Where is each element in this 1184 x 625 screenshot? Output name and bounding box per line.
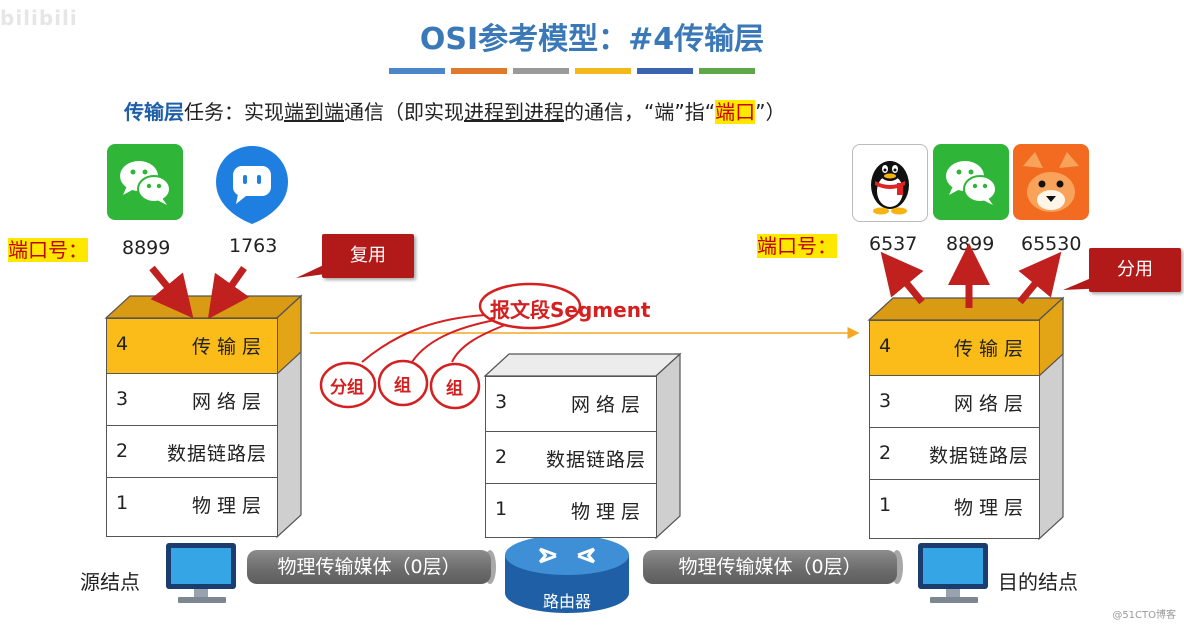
middle-stack-side-face [655,352,681,540]
task-underline-1: 端到端 [284,100,344,124]
middle-layer-2-num: 2 [495,446,508,468]
medium-left: 物理传输媒体（0层） [247,550,491,584]
left-layer-1-label: 物理层 [191,495,267,517]
handwritten-note-3: 组 [446,379,463,399]
bilibili-watermark: bilibili [0,6,78,30]
right-arrow-qq [880,251,925,305]
title-bar-2 [451,68,507,74]
handwritten-note-2: 组 [394,376,411,396]
multiplex-callout-tail [296,262,340,278]
dest-computer-icon [918,543,988,603]
middle-stack-top-face [483,353,682,377]
left-arrow-wechat [149,265,194,319]
task-text-3: 的通信，“端”指“ [564,100,716,124]
segment-note: 报文段Segment [490,294,651,323]
right-layer-2: 2 数据链路层 [869,428,1040,480]
right-layer-4: 4 传输层 [869,320,1040,376]
task-keyword: 传输层 [124,100,184,124]
middle-layer-3: 3 网络层 [485,376,657,432]
left-layer-2: 2 数据链路层 [106,426,278,478]
left-port-label: 端口号： [8,234,88,263]
right-port-label-text: 端口号： [757,234,837,258]
wechat-icon [107,144,183,220]
scribble-circle-3 [429,362,481,410]
demultiplex-callout-tail [1063,276,1108,290]
left-layer-3-num: 3 [116,388,129,410]
middle-layer-1: 1 物理层 [485,484,657,538]
middle-layer-1-num: 1 [495,498,508,520]
right-layer-3-num: 3 [879,390,892,412]
router-label: 路由器 [542,592,591,611]
title-bar-1 [389,68,445,74]
wechat-icon [933,144,1009,220]
task-text-4: ”） [755,100,786,124]
right-layer-4-num: 4 [879,335,892,357]
task-text-1: 任务：实现 [184,100,284,124]
left-layer-1-num: 1 [116,492,129,514]
right-port-fox: 65530 [1021,233,1082,255]
right-layer-1: 1 物理层 [869,480,1040,539]
title-bar-5 [637,68,693,74]
left-layer-1: 1 物理层 [106,478,278,537]
middle-layer-2-label: 数据链路层 [545,449,646,471]
handwritten-note-1: 分组 [330,378,364,398]
task-highlight-port: 端口 [715,100,756,124]
right-layer-3-label: 网络层 [953,393,1029,415]
middle-layer-1-label: 物理层 [570,501,646,523]
task-description: 传输层任务：实现端到端通信（即实现进程到进程的通信，“端”指“端口”） [124,96,785,125]
title-bar-4 [575,68,631,74]
right-layer-2-label: 数据链路层 [928,445,1029,467]
scribble-circle-1 [319,361,377,409]
segment-note-cn: 报文段 [490,298,550,322]
left-layer-2-label: 数据链路层 [166,443,267,465]
scribble-line-1 [361,314,486,363]
right-layer-4-label: 传输层 [953,338,1029,360]
left-layer-3: 3 网络层 [106,374,278,426]
left-arrow-chat [207,265,250,320]
left-layer-3-label: 网络层 [191,391,267,413]
left-port-chat: 1763 [229,235,278,257]
task-text-2: 通信（即实现 [344,100,464,124]
scribble-line-2 [411,319,496,363]
right-port-label: 端口号： [757,230,837,259]
router-icon [505,535,629,613]
slide-title: OSI参考模型：#4传输层 [419,22,765,57]
corner-watermark: @51CTO博客 [1112,610,1176,621]
fox-app-icon [1013,144,1089,220]
dest-node-label: 目的结点 [998,570,1078,594]
title-bar-3 [513,68,569,74]
task-underline-2: 进程到进程 [464,100,564,124]
middle-layer-2: 2 数据链路层 [485,432,657,484]
middle-layer-3-num: 3 [495,391,508,413]
right-layer-1-label: 物理层 [953,497,1029,519]
right-layer-2-num: 2 [879,442,892,464]
title-bar-6 [699,68,755,74]
scribble-line-3 [451,324,506,363]
right-layer-1-num: 1 [879,494,892,516]
source-node-label: 源结点 [80,570,140,594]
right-arrow-fox [1017,251,1062,305]
left-layer-4: 4 传输层 [106,318,278,374]
left-layer-4-label: 传输层 [191,336,267,358]
left-port-wechat: 8899 [122,237,171,259]
left-layer-4-num: 4 [116,333,129,355]
middle-layer-3-label: 网络层 [570,394,646,416]
right-port-qq: 6537 [869,233,918,255]
medium-right: 物理传输媒体（0层） [643,550,897,584]
left-stack-top-face [104,295,303,319]
left-port-label-text: 端口号： [8,238,88,262]
right-layer-3: 3 网络层 [869,376,1040,428]
chat-bubble-app-icon [214,144,290,226]
segment-circle [478,282,582,330]
left-layer-2-num: 2 [116,440,129,462]
source-computer-icon [166,543,236,603]
qq-penguin-icon [852,144,928,222]
segment-note-en: Segment [550,298,651,322]
scribble-circle-2 [377,359,429,407]
